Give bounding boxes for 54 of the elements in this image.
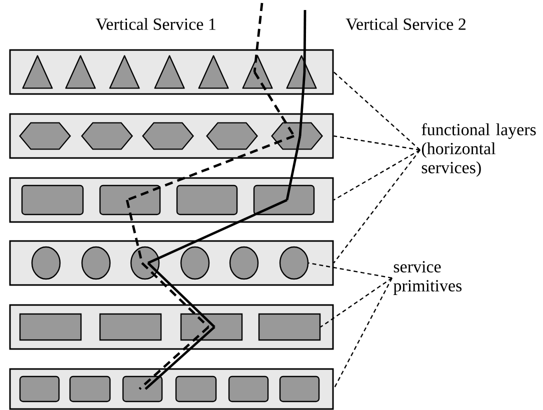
service-path-line [144, 326, 216, 390]
primitive-box [99, 184, 161, 216]
leader-line [333, 150, 420, 264]
service-path-line [286, 136, 302, 200]
service-path-line [126, 134, 294, 202]
service-path-line [147, 262, 216, 328]
service-path-line [253, 2, 264, 72]
primitive-circle [81, 246, 111, 280]
primitive-circle [31, 246, 61, 280]
primitive-box [21, 184, 84, 216]
leader-line [333, 149, 420, 201]
primitive-box [279, 376, 320, 402]
note-text: service primitives [393, 261, 462, 295]
leader-line [333, 72, 420, 150]
service-path-line [303, 10, 306, 72]
leader-line [333, 278, 393, 390]
primitive-triangle [22, 55, 53, 89]
primitive-hexagon [142, 122, 194, 150]
primitive-box [258, 313, 321, 341]
service-path-line [253, 71, 296, 137]
primitive-hexagon [271, 122, 323, 150]
primitive-box [99, 313, 162, 341]
primitive-box [69, 376, 111, 402]
primitive-box [176, 184, 238, 216]
primitive-circle [279, 246, 309, 280]
primitive-circle [180, 246, 210, 280]
primitive-box [19, 376, 60, 402]
service-path-line [138, 326, 210, 390]
primitive-box [180, 313, 243, 341]
primitive-triangle [286, 55, 317, 89]
primitive-triangle [109, 55, 140, 89]
primitive-hexagon [206, 122, 258, 150]
primitive-hexagon [19, 122, 71, 150]
service-path-line [148, 198, 288, 264]
leader-line [308, 262, 392, 279]
primitive-circle [229, 246, 259, 280]
service-label: Vertical Service 1 [96, 18, 216, 30]
primitive-triangle [154, 55, 185, 89]
leader-line [334, 135, 420, 151]
leader-line [320, 278, 392, 328]
primitive-box [19, 313, 82, 341]
service-label: Vertical Service 2 [346, 18, 466, 30]
primitive-box [122, 376, 163, 402]
note-text: functional layers (horizontal services) [422, 123, 536, 177]
primitive-hexagon [81, 122, 133, 150]
primitive-box [175, 376, 217, 402]
primitive-box [253, 184, 315, 216]
service-path-line [298, 72, 306, 136]
primitive-triangle [242, 55, 273, 89]
primitive-triangle [198, 55, 229, 89]
primitive-circle [130, 246, 160, 280]
service-path-line [141, 262, 210, 328]
primitive-triangle [65, 55, 96, 89]
primitive-box [228, 376, 269, 402]
